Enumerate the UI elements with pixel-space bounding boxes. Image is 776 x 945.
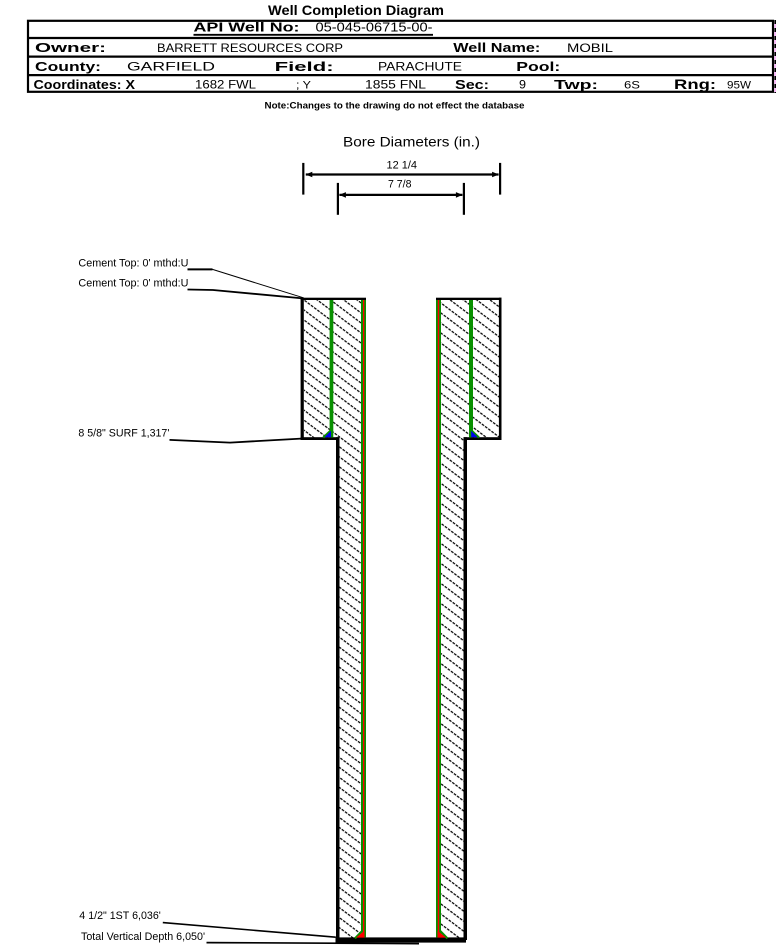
svg-text:8 5/8" SURF 1,317': 8 5/8" SURF 1,317' (78, 427, 169, 439)
svg-text:PARACHUTE: PARACHUTE (378, 60, 462, 74)
svg-text:95W: 95W (727, 80, 752, 92)
svg-text:1682 FWL: 1682 FWL (195, 78, 256, 92)
svg-text:GARFIELD: GARFIELD (127, 60, 215, 74)
svg-text:9: 9 (519, 78, 526, 92)
svg-text:; Y: ; Y (296, 80, 312, 92)
svg-text:Total Vertical Depth 6,050': Total Vertical Depth 6,050' (81, 931, 205, 943)
svg-text:Owner:: Owner: (35, 40, 106, 55)
svg-text:1855 FNL: 1855 FNL (365, 78, 426, 92)
svg-text:BARRETT RESOURCES CORP: BARRETT RESOURCES CORP (157, 41, 343, 55)
svg-text:Pool:: Pool: (516, 59, 560, 74)
svg-text:Cement Top: 0' mthd:U: Cement Top: 0' mthd:U (78, 277, 188, 289)
svg-text:API Well No:: API Well No: (194, 20, 300, 35)
svg-text:Well Name:: Well Name: (453, 40, 540, 55)
svg-text:Coordinates: X: Coordinates: X (34, 77, 136, 92)
svg-text:MOBIL: MOBIL (567, 41, 613, 55)
svg-text:Twp:: Twp: (554, 77, 598, 92)
svg-text:6S: 6S (624, 80, 640, 92)
svg-text:Field:: Field: (275, 59, 334, 74)
svg-text:7 7/8: 7 7/8 (388, 179, 412, 191)
svg-text:Well Completion Diagram: Well Completion Diagram (268, 2, 444, 18)
svg-text:County:: County: (35, 59, 101, 74)
svg-text:Note:Changes to the drawing do: Note:Changes to the drawing do not effec… (265, 101, 525, 112)
svg-text:Rng:: Rng: (674, 76, 716, 92)
svg-text:05-045-06715-00-: 05-045-06715-00- (316, 20, 433, 35)
svg-text:Sec:: Sec: (455, 77, 489, 92)
svg-text:12 1/4: 12 1/4 (387, 159, 418, 171)
svg-text:Bore Diameters (in.): Bore Diameters (in.) (343, 134, 480, 150)
svg-text:4 1/2" 1ST 6,036': 4 1/2" 1ST 6,036' (79, 910, 161, 922)
svg-text:Cement Top: 0' mthd:U: Cement Top: 0' mthd:U (78, 257, 188, 269)
